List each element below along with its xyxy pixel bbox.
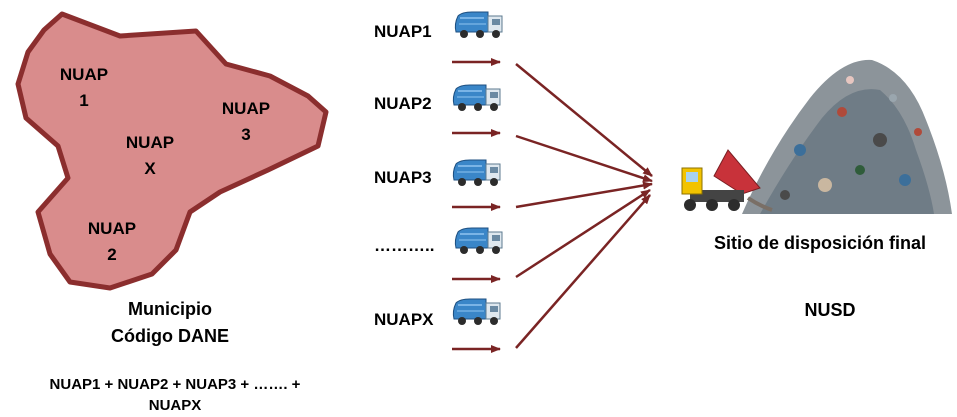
source-label-other: ……….. [374,236,435,255]
source-label-nuap1: NUAP1 [374,22,432,41]
flow-arrow [515,63,653,177]
waste-pile-icon [742,59,952,215]
formula-line: NUAPX [148,397,202,414]
zone-label-name: NUAP [87,219,137,238]
municipality-region [15,11,329,291]
zone-label-nuap3: NUAP 3 [214,96,278,148]
zone-label-nuapx: NUAP X [118,130,182,182]
garbage-truck-icon [452,84,501,112]
flow-arrow [515,188,651,279]
formula-line: NUAP1 + NUAP2 + NUAP3 + ……. + [49,376,301,393]
garbage-truck-icon [454,227,503,255]
zone-label-nuap2: NUAP 2 [80,216,144,268]
zone-label-number: X [144,159,156,178]
garbage-truck-icon [452,159,501,187]
dump-truck-icon [681,149,773,212]
source-label-nuap2: NUAP2 [374,94,432,113]
zone-label-name: NUAP [221,99,271,118]
disposal-site-code: NUSD [804,300,856,320]
zone-label-number: 3 [241,125,251,144]
disposal-site-caption: Sitio de disposición final [713,233,927,253]
zone-label-nuap1: NUAP 1 [52,62,116,114]
municipality-caption: Municipio Código DANE [80,296,260,350]
source-label-nuap3: NUAP3 [374,168,432,187]
zone-label-number: 2 [107,245,117,264]
zone-label-number: 1 [79,91,89,110]
formula: NUAP1 + NUAP2 + NUAP3 + ……. + NUAPX [10,374,340,416]
municipality-caption-line: Municipio [128,299,212,319]
flow-arrow [515,181,653,209]
garbage-truck-icon [452,298,501,326]
garbage-truck-icon [454,11,503,39]
flow-arrow [515,194,651,349]
flow-arrow [515,134,653,183]
zone-label-name: NUAP [125,133,175,152]
dane-code-caption: Código DANE [111,326,229,346]
source-label-nuapx: NUAPX [374,310,434,329]
zone-label-name: NUAP [59,65,109,84]
